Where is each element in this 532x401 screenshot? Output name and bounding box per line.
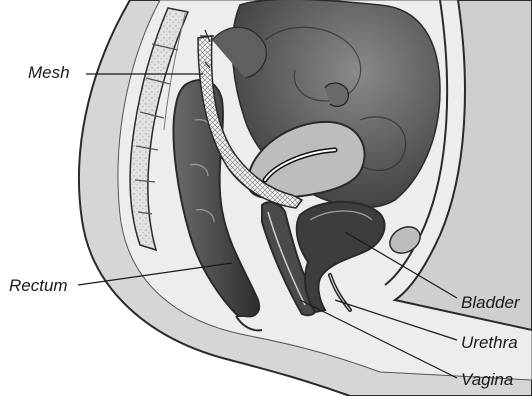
- bladder-label: Bladder: [461, 293, 520, 313]
- rectum-label: Rectum: [9, 276, 68, 296]
- urethra-label: Urethra: [461, 333, 518, 353]
- vagina-label: Vagina: [461, 370, 513, 390]
- mesh-label: Mesh: [28, 63, 70, 83]
